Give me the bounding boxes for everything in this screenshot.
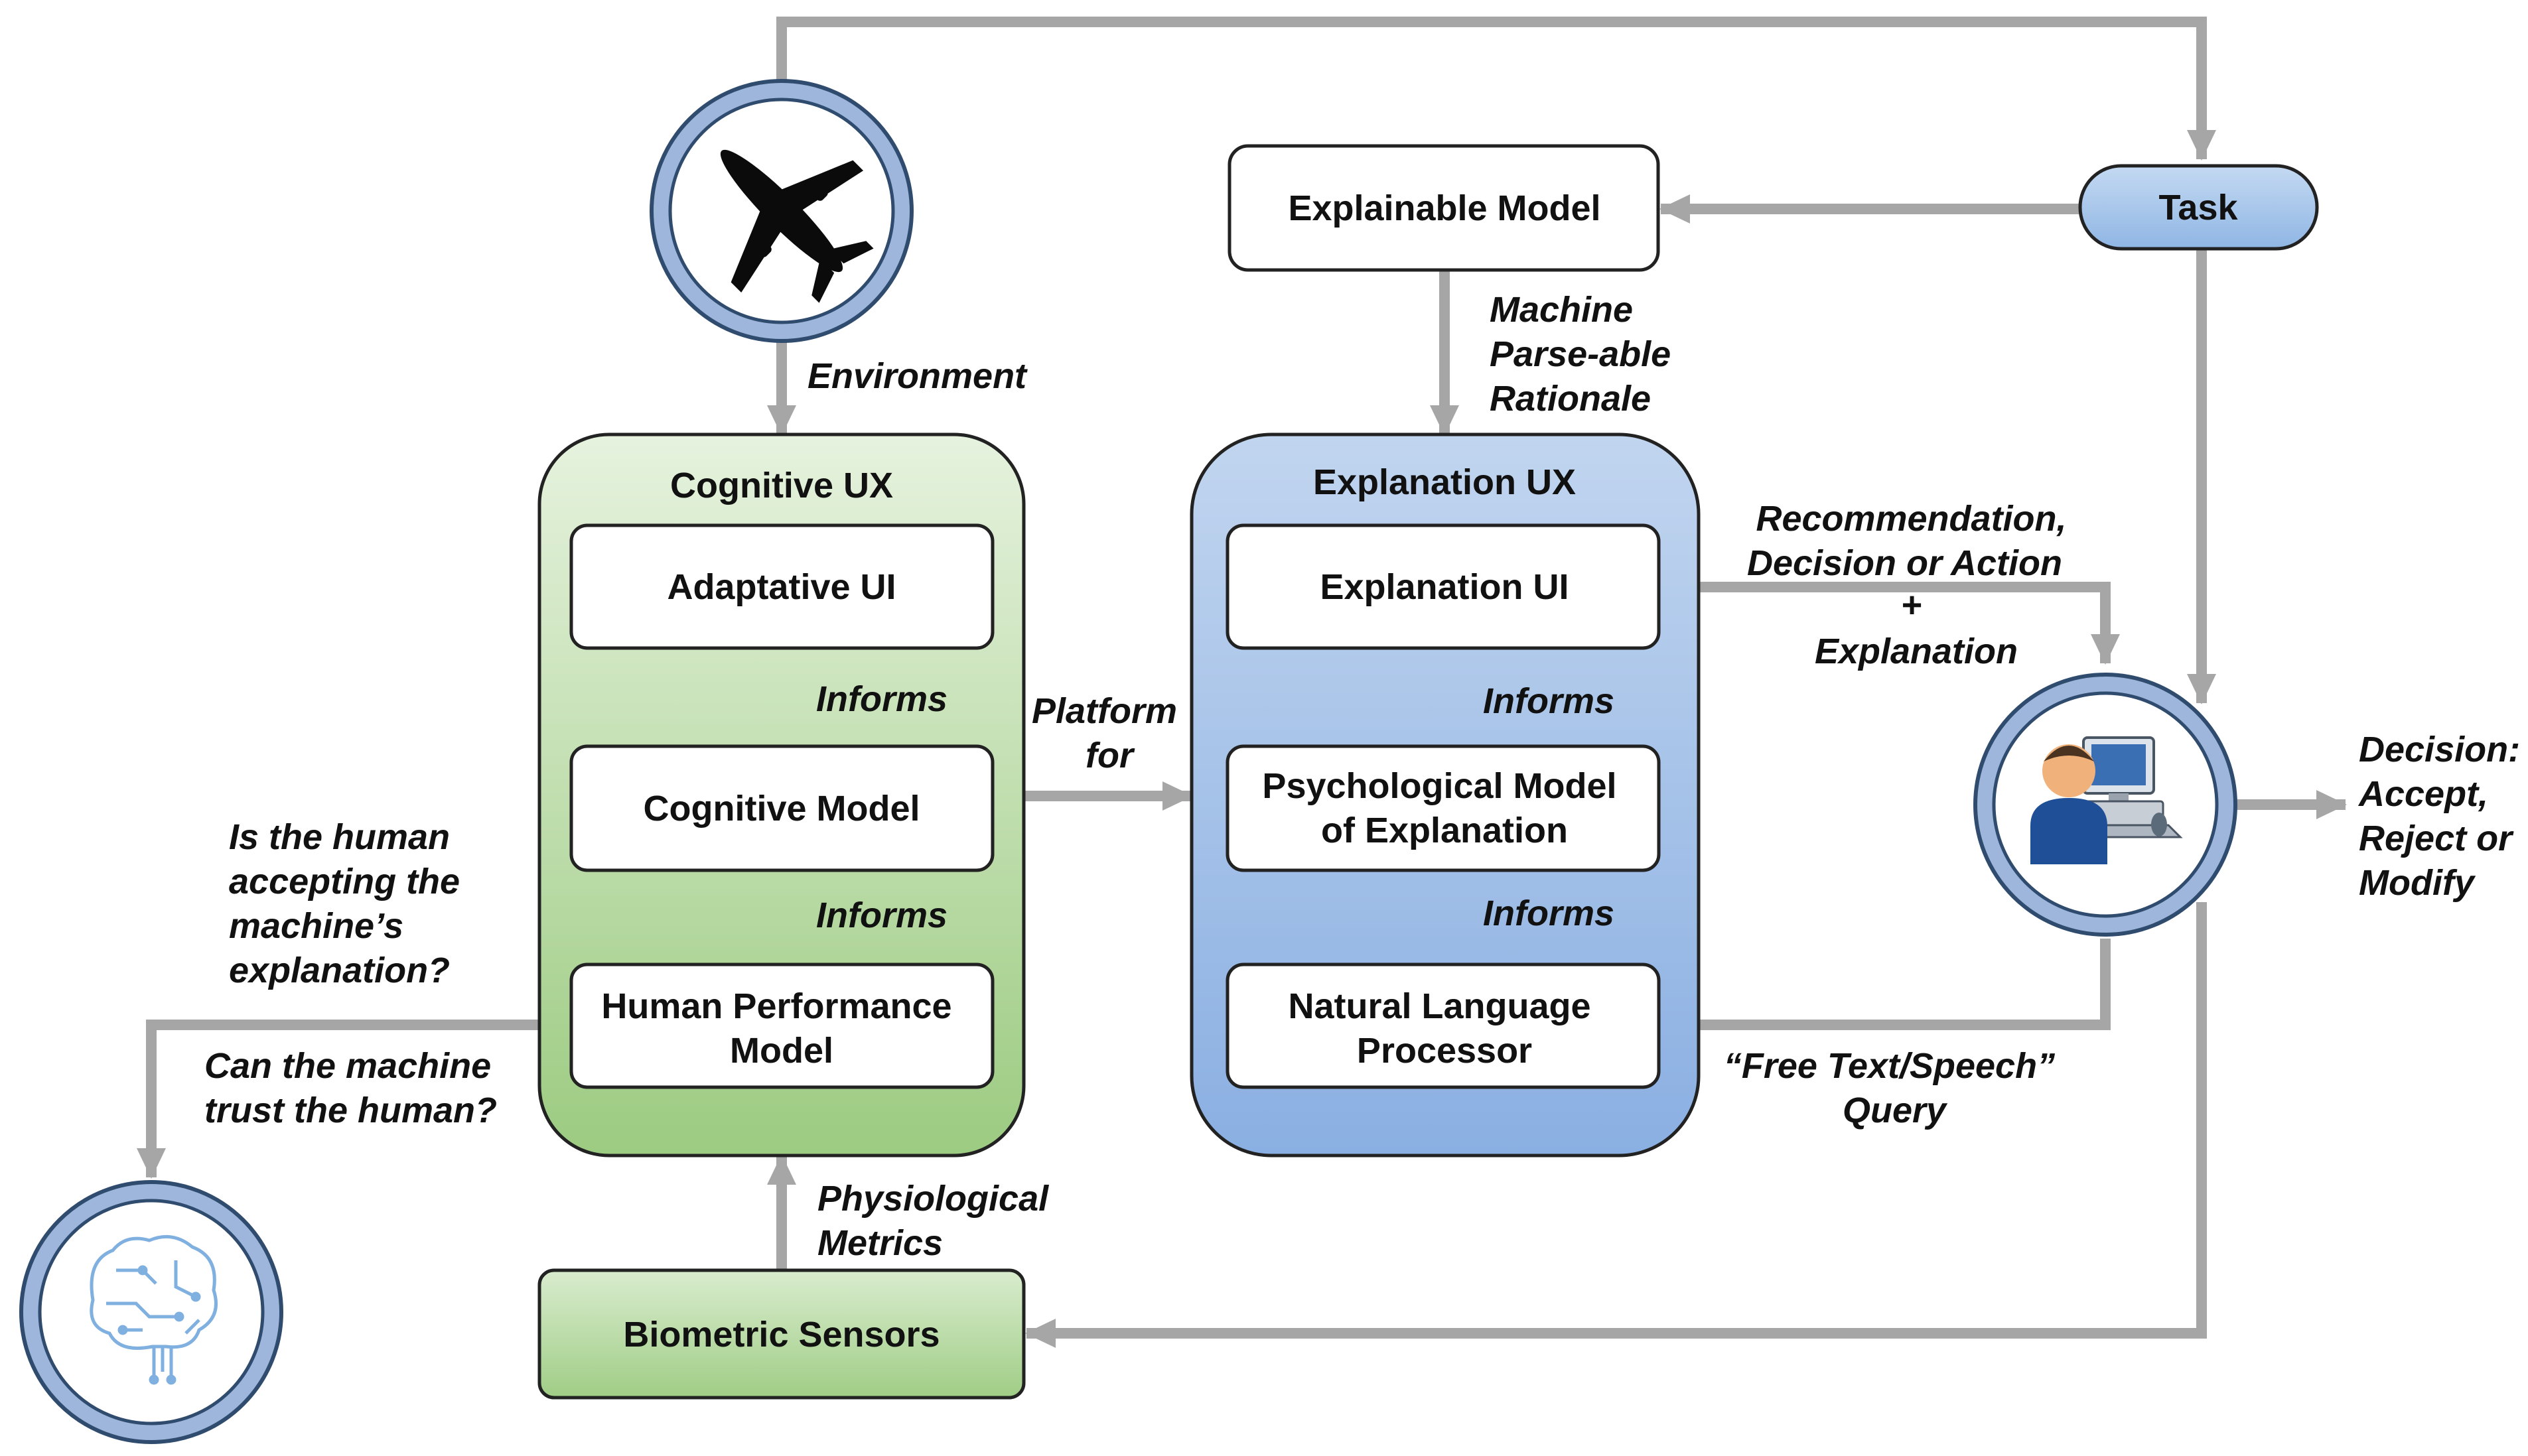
explanation-ux-title: Explanation UX: [1313, 462, 1576, 502]
free-text-query-label: “Free Text/Speech” Query: [1724, 1046, 2065, 1130]
machine-trust-label: Can the machine trust the human?: [204, 1046, 501, 1130]
human-accepting-label: Is the human accepting the machine’s exp…: [229, 817, 470, 990]
explanation-ui-box: [1226, 523, 1661, 650]
query-connector: [1659, 939, 2111, 1039]
env-to-task-connector: [776, 17, 2216, 161]
informs-label-explanation-bottom: Informs: [1483, 893, 1614, 933]
physiological-metrics-label: Physiological Metrics: [817, 1179, 1058, 1263]
biometric-sensors-box: [537, 1268, 1026, 1400]
platform-for-label: Platform for: [1032, 691, 1187, 775]
human-to-brain-connector: [137, 1020, 574, 1179]
human-performance-model-label: Human Performance Model: [601, 986, 961, 1071]
psychological-model-label: Psychological Model of Explanation: [1262, 766, 1626, 850]
recommendation-connector: [1661, 582, 2120, 665]
explanation-ui-label: Explanation UI: [1320, 567, 1569, 607]
biometric-sensors-label: Biometric Sensors: [623, 1315, 940, 1355]
user-computer-icon: [2030, 736, 2183, 864]
user-circle: [1973, 673, 2237, 937]
explainable-model-box: [1228, 144, 1660, 272]
adaptative-ui-label: Adaptative UI: [667, 567, 896, 607]
brain-circuit-icon: [90, 1234, 218, 1385]
airplane-icon: [720, 149, 874, 303]
informs-label-cognitive-bottom: Informs: [816, 895, 948, 935]
psychological-model-box: [1226, 744, 1661, 872]
environment-label: Environment: [808, 356, 1028, 396]
natural-language-processor-box: [1226, 962, 1661, 1089]
machine-rationale-label: Machine Parse-able Rationale: [1490, 290, 1681, 419]
informs-label-cognitive-top: Informs: [816, 679, 948, 719]
task-label: Task: [2158, 188, 2238, 228]
explainable-model-label: Explainable Model: [1288, 188, 1600, 228]
task-pill: [2078, 164, 2319, 251]
user-to-biometric-connector: [1025, 902, 2207, 1348]
brain-circle: [19, 1180, 283, 1444]
cognitive-ux-title: Cognitive UX: [670, 466, 893, 505]
recommendation-label: Recommendation, Decision or Action + Exp…: [1747, 499, 2077, 671]
informs-label-explanation-top: Informs: [1483, 681, 1614, 721]
natural-language-processor-label: Natural Language Processor: [1288, 986, 1600, 1071]
environment-circle: [650, 79, 914, 343]
decision-label: Decision: Accept, Reject or Modify: [2357, 730, 2528, 903]
cognitive-model-label: Cognitive Model: [644, 789, 920, 828]
adaptative-ui-box: [569, 523, 995, 650]
cognitive-model-box: [569, 744, 995, 872]
human-performance-model-box: [569, 962, 995, 1089]
